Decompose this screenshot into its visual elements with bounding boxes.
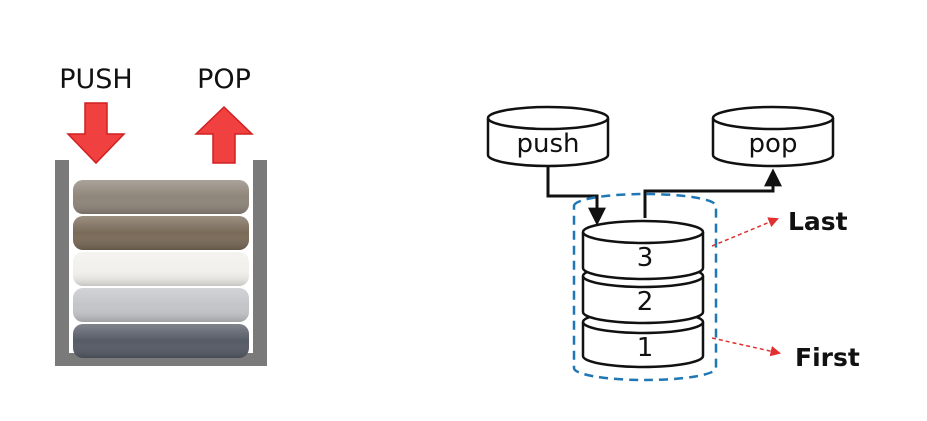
pop-arrow-icon xyxy=(194,105,254,164)
push-arrow-icon xyxy=(66,102,126,165)
pop-connector-arrow xyxy=(643,168,782,218)
stack-element-3: 3 xyxy=(581,219,705,281)
towel-layers xyxy=(73,180,249,358)
stack-element-2-label: 2 xyxy=(637,287,654,317)
stack-element-1-label: 1 xyxy=(637,333,654,363)
towel-1-shading xyxy=(73,180,249,214)
towel-stack-illustration: PUSH POP xyxy=(55,64,267,366)
stack-element-3-label: 3 xyxy=(637,243,654,273)
push-label: PUSH xyxy=(59,64,133,95)
towel-2-shading xyxy=(73,216,249,250)
towel-3-shading xyxy=(73,252,249,286)
first-label: First xyxy=(795,343,860,372)
towel-5-shading xyxy=(73,324,249,358)
towel-4-shading xyxy=(73,288,249,322)
push-connector-arrow xyxy=(546,166,606,226)
stack-boundary xyxy=(572,192,718,382)
pop-cylinder-label: pop xyxy=(749,129,798,159)
last-label: Last xyxy=(788,207,848,236)
stack-elements: 1 2 3 xyxy=(581,219,705,369)
last-pointer-arrow xyxy=(711,217,779,247)
first-pointer-arrow xyxy=(711,337,782,357)
pop-cylinder: pop xyxy=(711,105,835,168)
stack-cylinder-diagram: push pop 1 2 xyxy=(486,105,860,382)
push-cylinder-label: push xyxy=(516,129,579,159)
push-cylinder: push xyxy=(486,105,610,168)
pop-label: POP xyxy=(197,64,251,95)
